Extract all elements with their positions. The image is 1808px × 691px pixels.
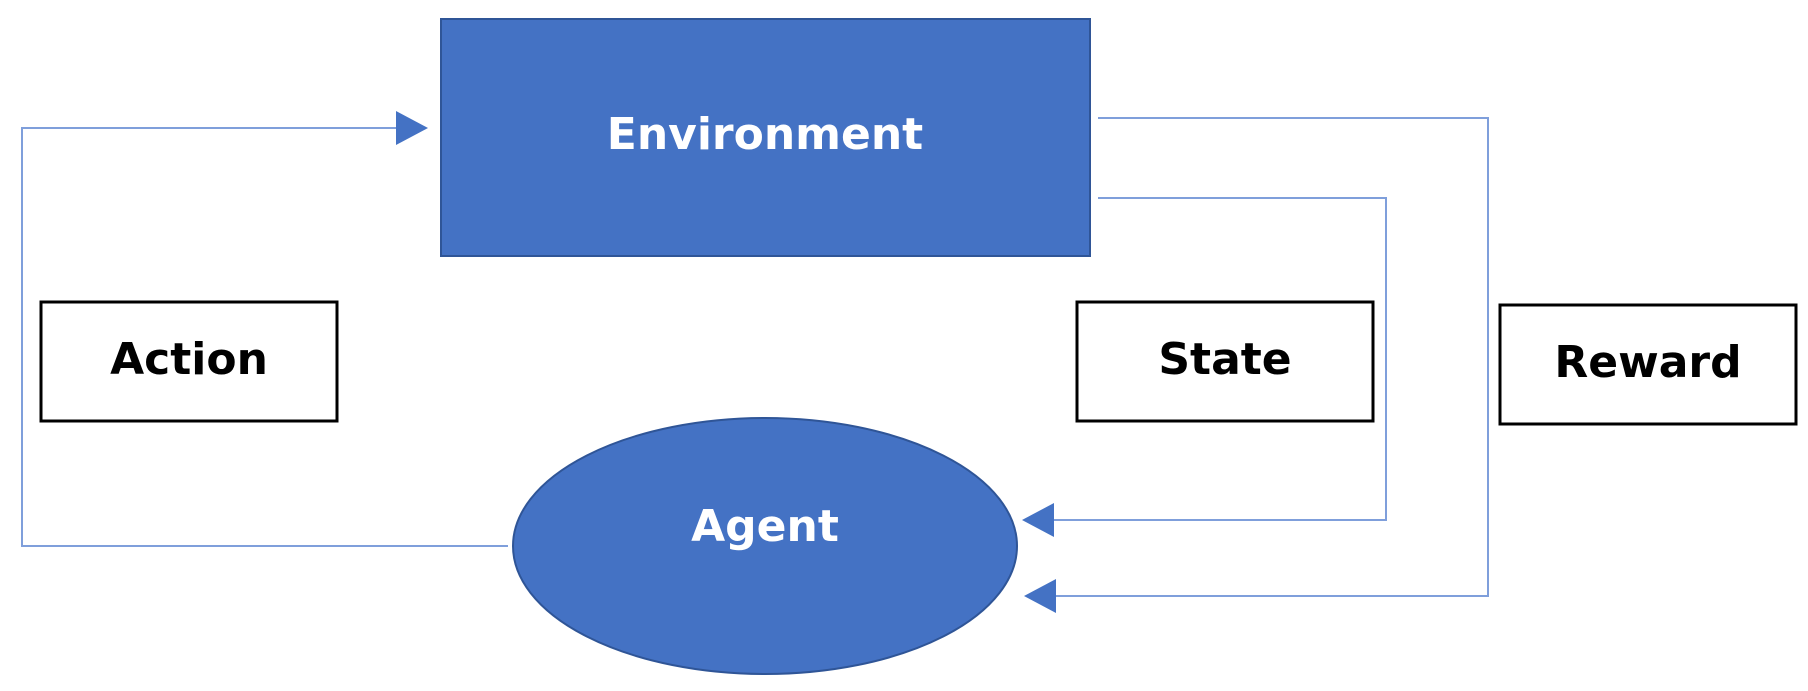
state-label: State [1158, 334, 1291, 385]
action-label-box [39, 300, 339, 423]
action-label: Action [110, 334, 268, 385]
agent-node [512, 417, 1018, 675]
reward-connector [1054, 117, 1489, 597]
environment-node [440, 18, 1091, 257]
agent-label: Agent [691, 501, 839, 552]
reward-label: Reward [1554, 337, 1741, 388]
environment-label: Environment [607, 109, 923, 160]
state-label-box [1075, 300, 1375, 423]
action-arrowhead [396, 111, 428, 145]
reward-label-box [1498, 303, 1798, 426]
state-arrowhead [1022, 503, 1054, 537]
state-connector [1052, 197, 1387, 521]
action-connector [21, 127, 508, 547]
reward-arrowhead [1024, 579, 1056, 613]
